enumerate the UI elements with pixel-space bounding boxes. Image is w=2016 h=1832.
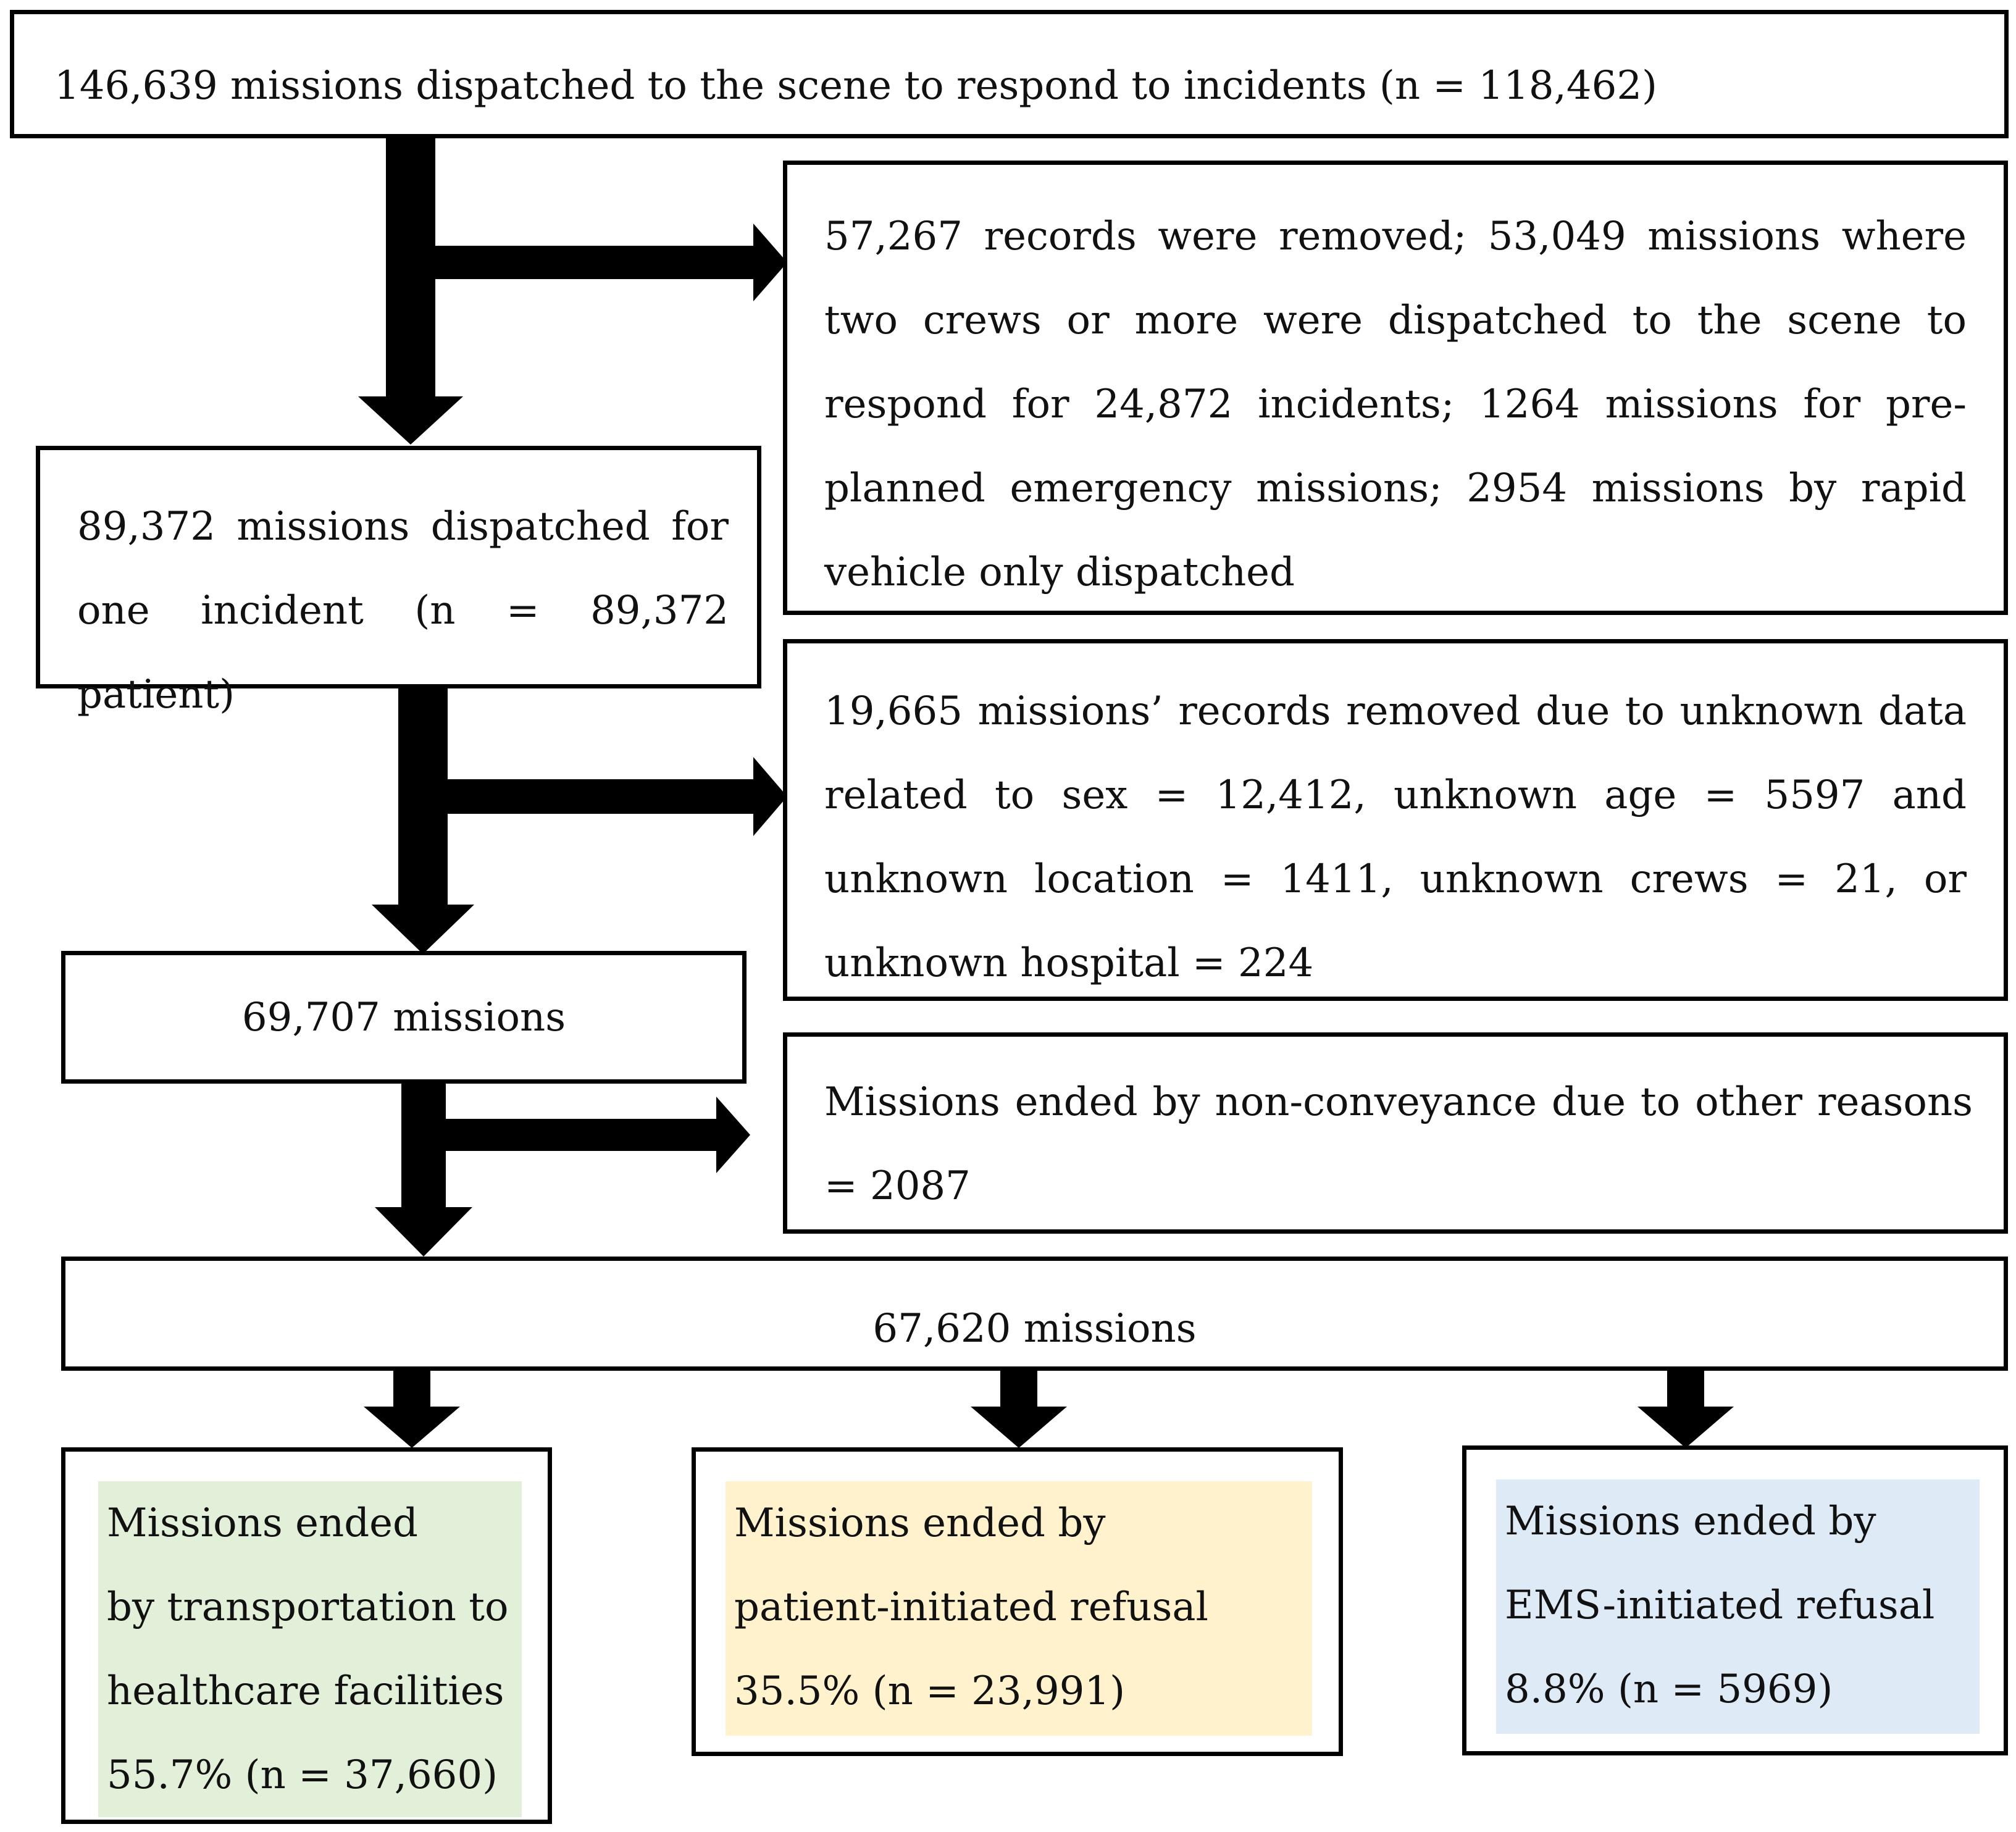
outcome-ems-refusal-line-1: Missions ended by <box>1505 1499 1876 1544</box>
outcome-ems-refusal-line-2: EMS-initiated refusal <box>1505 1583 1935 1628</box>
excluded-multi-text: 57,267 records were removed; 53,049 miss… <box>824 214 1967 595</box>
arrow-right-3 <box>446 1097 750 1173</box>
arrow-down-outcome-2 <box>971 1370 1067 1448</box>
outcome-ems-refusal-line-3: 8.8% (n = 5969) <box>1505 1667 1833 1712</box>
final-text: 67,620 missions <box>872 1306 1197 1352</box>
arrow-down-outcome-3 <box>1637 1370 1734 1448</box>
outcome-transport-line-4: 55.7% (n = 37,660) <box>107 1752 498 1798</box>
outcome-transport-line-1: Missions ended <box>107 1500 418 1546</box>
arrow-down-2 <box>372 688 474 954</box>
one-incident-box: 89,372 missions dispatched for one incid… <box>36 446 761 717</box>
start-text: 146,639 missions dispatched to the scene… <box>54 63 1657 109</box>
after-unknown-text: 69,707 missions <box>241 995 566 1040</box>
outcome-ems-refusal-highlight: Missions ended by EMS-initiated refusal … <box>1496 1479 1980 1734</box>
after-unknown-box: 69,707 missions <box>61 951 747 1084</box>
outcome-ems-refusal-box: Missions ended by EMS-initiated refusal … <box>1462 1445 2008 1755</box>
final-box: 67,620 missions <box>61 1257 2008 1371</box>
outcome-transport-line-2: by transportation to <box>107 1584 509 1630</box>
outcome-patient-refusal-line-3: 35.5% (n = 23,991) <box>734 1668 1126 1714</box>
excluded-unknown-text: 19,665 missions’ records removed due to … <box>824 688 1967 986</box>
outcome-patient-refusal-box: Missions ended by patient-initiated refu… <box>692 1447 1343 1756</box>
arrow-right-2 <box>448 757 787 836</box>
excluded-other-box: Missions ended by non-conveyance due to … <box>783 1032 2008 1234</box>
excluded-other-text: Missions ended by non-conveyance due to … <box>824 1079 1973 1209</box>
outcome-transport-highlight: Missions ended by transportation to heal… <box>98 1481 522 1817</box>
arrow-right-1 <box>435 224 787 301</box>
arrow-down-3 <box>375 1084 472 1257</box>
excluded-unknown-box: 19,665 missions’ records removed due to … <box>783 639 2008 1001</box>
outcome-transport-box: Missions ended by transportation to heal… <box>61 1447 552 1824</box>
arrow-down-1 <box>358 137 463 445</box>
one-incident-text: 89,372 missions dispatched for one incid… <box>77 504 729 717</box>
outcome-patient-refusal-line-2: patient-initiated refusal <box>734 1584 1208 1630</box>
excluded-multi-box: 57,267 records were removed; 53,049 miss… <box>783 161 2008 615</box>
start-box: 146,639 missions dispatched to the scene… <box>10 10 2009 138</box>
outcome-transport-line-3: healthcare facilities <box>107 1668 504 1714</box>
outcome-patient-refusal-highlight: Missions ended by patient-initiated refu… <box>726 1481 1312 1736</box>
arrow-down-outcome-1 <box>364 1370 460 1448</box>
outcome-patient-refusal-line-1: Missions ended by <box>734 1500 1106 1546</box>
